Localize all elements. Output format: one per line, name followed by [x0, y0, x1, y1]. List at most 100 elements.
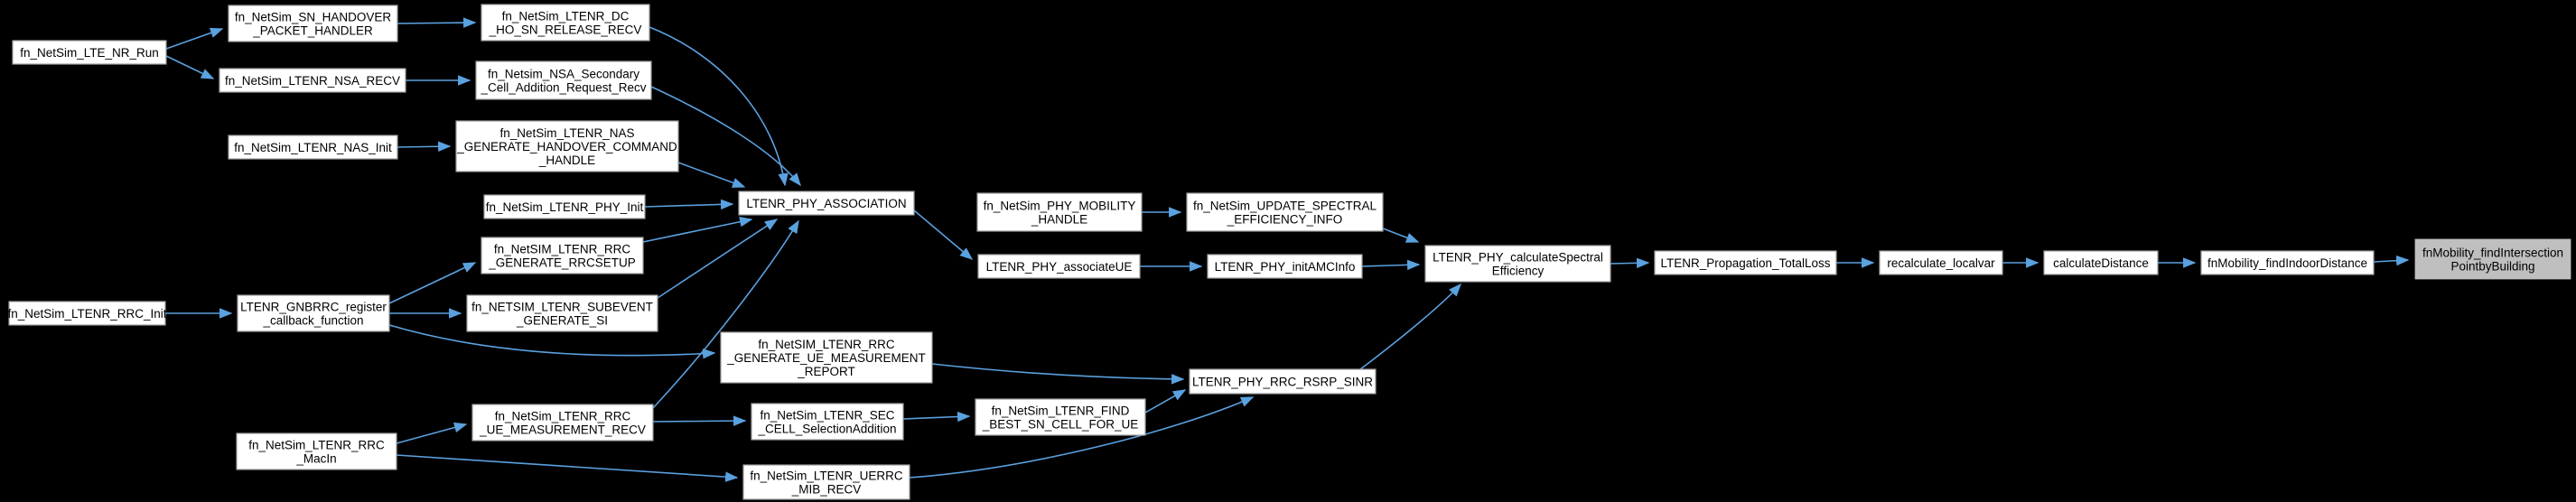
node-mobility_handle[interactable]: fn_NetSim_PHY_MOBILITY_HANDLE: [976, 192, 1143, 232]
node-uerrc_mib[interactable]: fn_NetSim_LTENR_UERRC_MIB_RECV: [742, 464, 910, 500]
node-dc_ho[interactable]: fn_NetSim_LTENR_DC_HO_SN_RELEASE_RECV: [481, 4, 650, 42]
node-layer: fn_NetSim_LTE_NR_Run fn_NetSim_SN_HANDOVE…: [7, 4, 2572, 500]
node-gnbrrc[interactable]: LTENR_GNBRRC_register_callback_function: [237, 294, 390, 332]
node-recalculate[interactable]: recalculate_localvar: [1879, 250, 2003, 275]
node-nsa_secondary[interactable]: fn_Netsim_NSA_Secondary_Cell_Addition_Re…: [475, 60, 652, 100]
node-box[interactable]: [475, 60, 652, 100]
node-label: fn_NetSim_LTENR_RRC_Init: [7, 307, 166, 321]
node-box[interactable]: [483, 194, 646, 219]
node-label: fn_NetSim_LTENR_RRC_UE_MEASUREMENT_RECV: [479, 409, 646, 436]
edge-calc_spectral-propagation: [1610, 257, 1650, 269]
node-label: fn_NETSIM_LTENR_SUBEVENT_GENERATE_SI: [471, 300, 653, 327]
node-box[interactable]: [742, 464, 910, 500]
node-box[interactable]: [720, 331, 933, 384]
node-label: recalculate_localvar: [1887, 256, 1995, 270]
node-box[interactable]: [1207, 254, 1363, 279]
node-nas_generate[interactable]: fn_NetSim_LTENR_NAS_GENERATE_HANDOVER_CO…: [455, 120, 679, 172]
node-label: LTENR_GNBRRC_register_callback_function: [240, 300, 387, 327]
node-nsa_recv[interactable]: fn_NetSim_LTENR_NSA_RECV: [219, 68, 406, 93]
node-box[interactable]: [977, 254, 1141, 279]
edge-nsa_secondary-phy_association: [650, 86, 801, 187]
node-box[interactable]: [2043, 250, 2159, 275]
node-label: fn_NetSim_LTE_NR_Run: [20, 46, 159, 60]
edge-macin-ue_meas_recv: [396, 422, 468, 444]
node-label: fn_NetSIM_LTENR_RRC_GENERATE_UE_MEASUREM…: [726, 338, 926, 378]
edge-lte_nr_run-sn_handover: [165, 27, 224, 50]
node-find_indoor[interactable]: fnMobility_findIndoorDistance: [2200, 250, 2375, 275]
edge-nas_generate-phy_association: [677, 162, 746, 188]
node-calc_distance[interactable]: calculateDistance: [2043, 250, 2159, 275]
node-associate_ue[interactable]: LTENR_PHY_associateUE: [977, 254, 1141, 279]
node-box[interactable]: [1654, 250, 1837, 275]
node-label: calculateDistance: [2053, 256, 2149, 270]
edge-find_indoor-target: [2373, 255, 2410, 266]
node-box[interactable]: [1189, 368, 1377, 395]
node-phy_association[interactable]: LTENR_PHY_ASSOCIATION: [738, 191, 915, 216]
node-label: LTENR_PHY_associateUE: [986, 260, 1133, 274]
node-box[interactable]: [481, 237, 644, 274]
node-box[interactable]: [236, 432, 397, 470]
node-sn_handover[interactable]: fn_NetSim_SN_HANDOVER_PACKET_HANDLER: [228, 5, 398, 42]
edge-subevent-phy_association: [657, 218, 779, 299]
node-label: fn_NetSim_LTENR_NAS_GENERATE_HANDOVER_CO…: [456, 126, 677, 167]
node-box[interactable]: [219, 68, 406, 93]
node-rsrp_sinr[interactable]: LTENR_PHY_RRC_RSRP_SINR: [1189, 368, 1377, 395]
node-box[interactable]: [228, 135, 398, 160]
node-box[interactable]: [481, 4, 650, 42]
node-label: fn_NetSim_PHY_MOBILITY_HANDLE: [984, 199, 1136, 226]
node-label: fn_NetSIM_LTENR_RRC_GENERATE_RRCSETUP: [488, 242, 636, 269]
node-label: fn_NetSim_LTENR_NSA_RECV: [225, 74, 400, 88]
edge-uerrc_mib-rsrp_sinr: [909, 396, 1255, 479]
node-nas_init[interactable]: fn_NetSim_LTENR_NAS_Init: [228, 135, 398, 160]
node-box[interactable]: [1186, 192, 1384, 232]
node-lte_nr_run[interactable]: fn_NetSim_LTE_NR_Run: [12, 40, 167, 65]
node-phy_init[interactable]: fn_NetSim_LTENR_PHY_Init: [483, 194, 646, 219]
edge-rsrp_sinr-calc_spectral: [1359, 283, 1461, 370]
edge-find_best-rsrp_sinr: [1144, 389, 1187, 414]
edge-dc_ho-phy_association: [649, 26, 789, 187]
node-box[interactable]: [1879, 250, 2003, 275]
node-box[interactable]: [751, 403, 904, 441]
node-update_spectral[interactable]: fn_NetSim_UPDATE_SPECTRAL_EFFICIENCY_INF…: [1186, 192, 1384, 232]
node-box[interactable]: [466, 294, 658, 332]
node-box[interactable]: [228, 5, 398, 42]
node-propagation[interactable]: LTENR_Propagation_TotalLoss: [1654, 250, 1837, 275]
node-box[interactable]: [471, 404, 654, 442]
node-box[interactable]: [2200, 250, 2375, 275]
node-find_best[interactable]: fn_NetSim_LTENR_FIND_BEST_SN_CELL_FOR_UE: [975, 398, 1146, 436]
edge-report-rsrp_sinr: [931, 363, 1185, 385]
node-rrc_init[interactable]: fn_NetSim_LTENR_RRC_Init: [7, 301, 167, 326]
node-init_amc[interactable]: LTENR_PHY_initAMCInfo: [1207, 254, 1363, 279]
node-label: fn_NetSim_LTENR_DC_HO_SN_RELEASE_RECV: [489, 9, 642, 36]
node-box[interactable]: [237, 294, 390, 332]
node-report[interactable]: fn_NetSIM_LTENR_RRC_GENERATE_UE_MEASUREM…: [720, 331, 933, 384]
node-subevent[interactable]: fn_NETSIM_LTENR_SUBEVENT_GENERATE_SI: [466, 294, 658, 332]
edge-gnbrrc-report: [388, 324, 716, 359]
node-ue_meas_recv[interactable]: fn_NetSim_LTENR_RRC_UE_MEASUREMENT_RECV: [471, 404, 654, 442]
node-box[interactable]: [12, 40, 167, 65]
node-macin[interactable]: fn_NetSim_LTENR_RRC_MacIn: [236, 432, 397, 470]
node-box[interactable]: [455, 120, 679, 172]
node-box[interactable]: [975, 398, 1146, 436]
edge-layer: [165, 17, 2410, 482]
edge-ue_meas_recv-phy_association: [652, 219, 799, 409]
node-box[interactable]: [1424, 245, 1611, 283]
node-label: fn_NetSim_UPDATE_SPECTRAL_EFFICIENCY_INF…: [1193, 199, 1377, 226]
node-label: fn_NetSim_LTENR_SEC_CELL_SelectionAdditi…: [757, 408, 896, 435]
node-rrcsetup[interactable]: fn_NetSIM_LTENR_RRC_GENERATE_RRCSETUP: [481, 237, 644, 274]
node-box[interactable]: [738, 191, 915, 216]
edge-phy_association-associate_ue: [913, 209, 974, 260]
node-box[interactable]: [976, 192, 1143, 232]
node-label: fn_NetSim_LTENR_RRC_MacIn: [248, 438, 385, 465]
node-label: fnMobility_findIndoorDistance: [2207, 256, 2367, 270]
node-label: LTENR_PHY_initAMCInfo: [1215, 260, 1356, 274]
node-sec_cell[interactable]: fn_NetSim_LTENR_SEC_CELL_SelectionAdditi…: [751, 403, 904, 441]
node-box[interactable]: [8, 301, 166, 326]
edge-rrcsetup-phy_association: [642, 217, 753, 243]
node-label: fn_NetSim_SN_HANDOVER_PACKET_HANDLER: [235, 10, 392, 37]
